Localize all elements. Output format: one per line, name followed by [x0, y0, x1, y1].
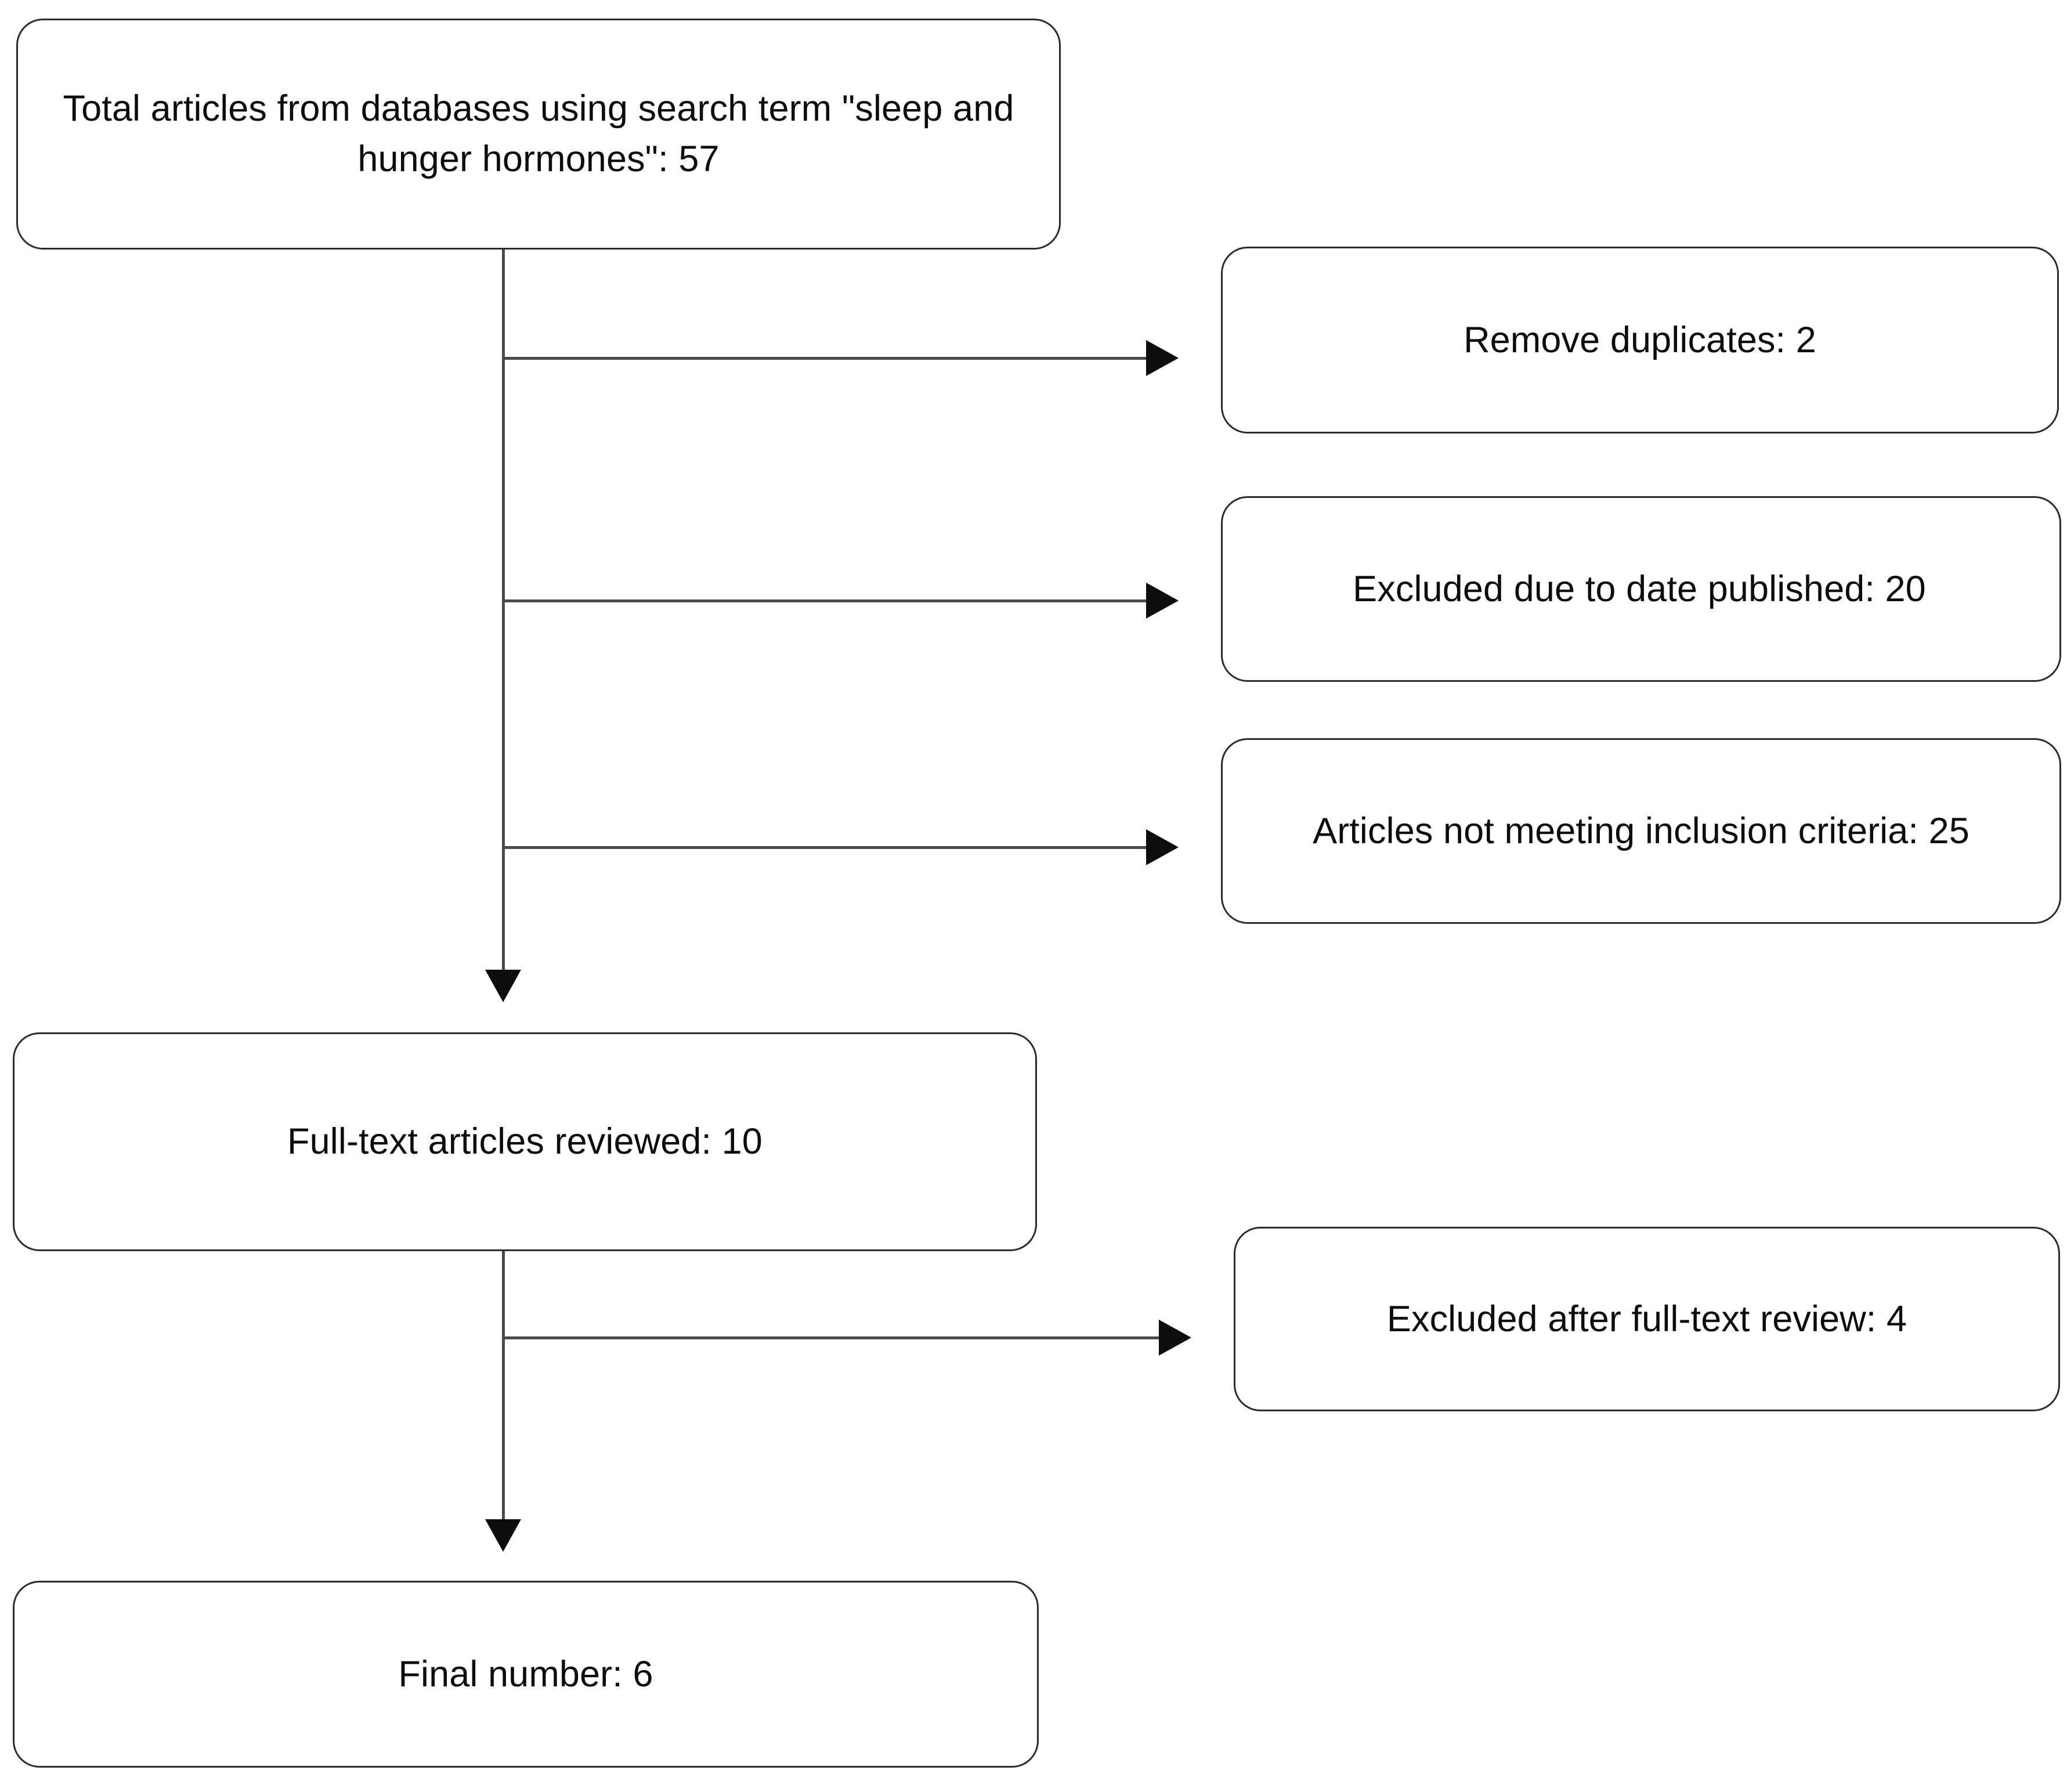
node-final-number-label: Final number: 6 — [398, 1653, 653, 1695]
node-final-number: Final number: 6 — [13, 1581, 1039, 1768]
arrowhead-right-excluded-fulltext — [1159, 1320, 1191, 1356]
node-excluded-after-fulltext-review-label: Excluded after full-text review: 4 — [1386, 1298, 1907, 1339]
node-total-articles-label: Total articles from databases using sear… — [63, 88, 1014, 179]
connector-line-to-excluded-fulltext — [503, 1336, 1160, 1339]
node-not-meeting-inclusion-criteria-label: Articles not meeting inclusion criteria:… — [1313, 810, 1970, 851]
connector-line-to-inclusion-criteria — [503, 846, 1147, 849]
node-total-articles: Total articles from databases using sear… — [16, 19, 1061, 250]
arrowhead-down-fulltext-articles — [485, 970, 521, 1002]
node-fulltext-articles-reviewed: Full-text articles reviewed: 10 — [13, 1032, 1037, 1251]
connector-line-to-excluded-date — [503, 599, 1147, 602]
node-remove-duplicates-label: Remove duplicates: 2 — [1463, 319, 1816, 360]
node-excluded-date-published: Excluded due to date published: 20 — [1221, 496, 2061, 682]
node-not-meeting-inclusion-criteria: Articles not meeting inclusion criteria:… — [1221, 738, 2061, 924]
arrowhead-right-inclusion-criteria — [1146, 829, 1179, 865]
arrowhead-right-excluded-date — [1146, 583, 1179, 619]
connector-line-to-remove-duplicates — [503, 357, 1147, 360]
node-excluded-date-published-label: Excluded due to date published: 20 — [1353, 568, 1926, 609]
arrowhead-down-final-number — [485, 1519, 521, 1552]
connector-line-fulltext-to-final — [502, 1251, 505, 1527]
node-fulltext-articles-reviewed-label: Full-text articles reviewed: 10 — [287, 1121, 763, 1162]
node-remove-duplicates: Remove duplicates: 2 — [1221, 247, 2059, 433]
node-excluded-after-fulltext-review: Excluded after full-text review: 4 — [1234, 1227, 2060, 1411]
connector-line-total-to-fulltext — [502, 250, 505, 978]
arrowhead-right-remove-duplicates — [1146, 340, 1179, 376]
